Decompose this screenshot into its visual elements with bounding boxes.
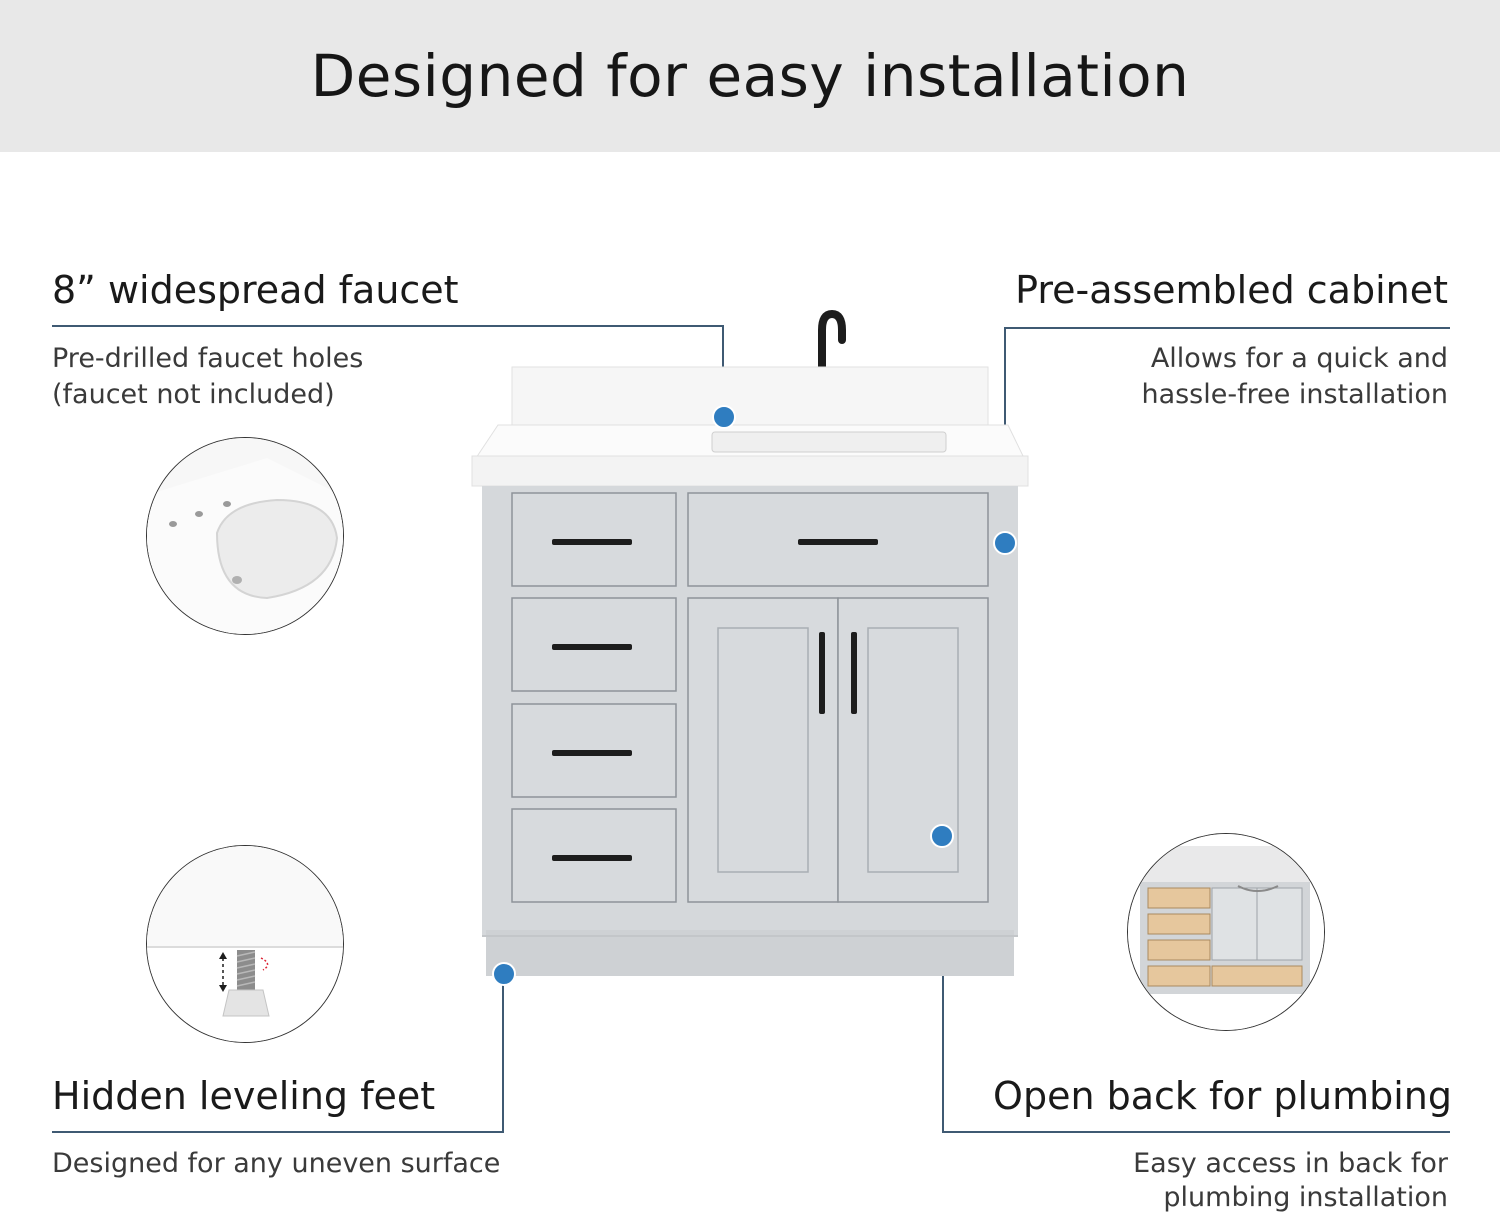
plumbing-callout-dot <box>930 824 954 848</box>
leveling-foot-detail-image <box>146 845 344 1043</box>
sink-cutout <box>711 431 947 453</box>
drawer-handle <box>552 750 632 756</box>
feet-feature-desc: Designed for any uneven surface <box>52 1148 501 1179</box>
feet-leader-line <box>52 1131 504 1133</box>
right-door <box>837 597 989 903</box>
faucet-feature-title: 8” widespread faucet <box>52 268 459 312</box>
faucet-callout-dot <box>712 405 736 429</box>
cabinet-toe-kick <box>486 930 1014 976</box>
faucet-feature-desc-1: Pre-drilled faucet holes <box>52 343 364 374</box>
open-back-detail-image <box>1127 833 1325 1031</box>
door-handle <box>819 632 825 714</box>
door-handle <box>851 632 857 714</box>
feet-feature-title: Hidden leveling feet <box>52 1074 436 1118</box>
drawer-handle <box>552 644 632 650</box>
page-title: Designed for easy installation <box>310 42 1190 110</box>
plumbing-leader-rise <box>942 846 944 1133</box>
left-door <box>687 597 839 903</box>
drawer-handle <box>552 539 632 545</box>
cabinet-feature-title: Pre-assembled cabinet <box>1015 268 1448 312</box>
plumbing-feature-desc-1: Easy access in back for <box>1133 1148 1448 1179</box>
cabinet-feature-desc-1: Allows for a quick and <box>1150 343 1448 374</box>
feet-callout-dot <box>492 962 516 986</box>
sink-detail-image <box>146 437 344 635</box>
plumbing-feature-title: Open back for plumbing <box>993 1074 1452 1118</box>
drawer-handle <box>552 855 632 861</box>
cabinet-leader-line <box>1004 327 1450 329</box>
plumbing-leader-line <box>942 1131 1450 1133</box>
vanity-illustration <box>471 310 1029 976</box>
cabinet-feature-desc-2: hassle-free installation <box>1141 379 1448 410</box>
drawer-3 <box>511 703 677 798</box>
plumbing-feature-desc-2: plumbing installation <box>1163 1182 1448 1213</box>
faucet-leader-line <box>52 325 724 327</box>
header-banner: Designed for easy installation <box>0 0 1500 152</box>
cabinet-callout-dot <box>993 531 1017 555</box>
feet-leader-rise <box>502 985 504 1133</box>
faucet-feature-desc-2: (faucet not included) <box>52 379 335 410</box>
drawer-handle <box>798 539 878 545</box>
backsplash <box>511 366 989 426</box>
